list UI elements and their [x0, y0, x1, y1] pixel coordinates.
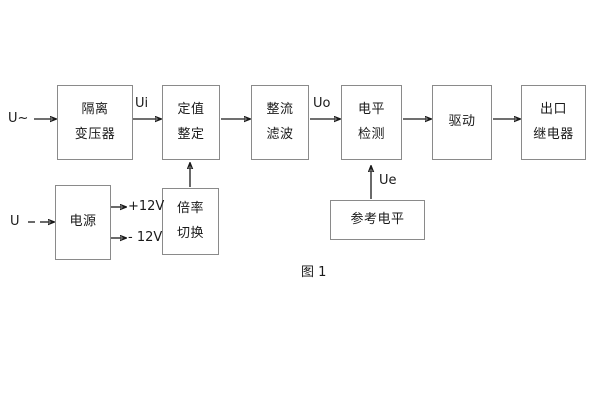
label-uo: Uo — [313, 96, 331, 111]
label-input-dc: U — [10, 214, 20, 229]
block-power-supply-line-1: 电源 — [69, 214, 97, 230]
block-setting-value-line-2: 整定 — [177, 126, 205, 142]
block-rectify-filter-line-2: 滤波 — [266, 126, 294, 142]
block-level-detection-line-1: 电平 — [357, 101, 385, 117]
block-multiplier-switch-line-2: 切换 — [176, 225, 204, 241]
block-setting-value[interactable]: 定值 整定 — [162, 85, 220, 160]
block-output-relay[interactable]: 出口 继电器 — [521, 85, 586, 160]
block-reference-level[interactable]: 参考电平 — [330, 200, 425, 240]
block-multiplier-switch[interactable]: 倍率 切换 — [162, 188, 219, 255]
label-input-ac: U~ — [8, 111, 29, 126]
block-isolation-transformer-line-1: 隔离 — [81, 101, 109, 117]
label-rail-negative: - 12V — [128, 230, 163, 245]
label-rail-positive: +12V — [128, 199, 165, 214]
block-drive-line-1: 驱动 — [448, 114, 476, 130]
block-rectify-filter[interactable]: 整流 滤波 — [251, 85, 309, 160]
block-setting-value-line-1: 定值 — [177, 101, 205, 117]
block-rectify-filter-line-1: 整流 — [266, 101, 294, 117]
block-drive[interactable]: 驱动 — [432, 85, 492, 160]
block-multiplier-switch-line-1: 倍率 — [176, 200, 204, 216]
block-output-relay-line-1: 出口 — [539, 101, 567, 117]
label-ue: Ue — [379, 173, 397, 188]
label-ui: Ui — [135, 96, 149, 111]
block-level-detection-line-2: 检测 — [357, 126, 385, 142]
block-power-supply[interactable]: 电源 — [55, 185, 111, 260]
figure-caption: 图 1 — [301, 265, 327, 280]
block-reference-level-line-1: 参考电平 — [350, 211, 405, 227]
block-isolation-transformer-line-2: 变压器 — [74, 126, 116, 142]
block-output-relay-line-2: 继电器 — [533, 126, 574, 142]
block-level-detection[interactable]: 电平 检测 — [341, 85, 402, 160]
block-isolation-transformer[interactable]: 隔离 变压器 — [57, 85, 133, 160]
